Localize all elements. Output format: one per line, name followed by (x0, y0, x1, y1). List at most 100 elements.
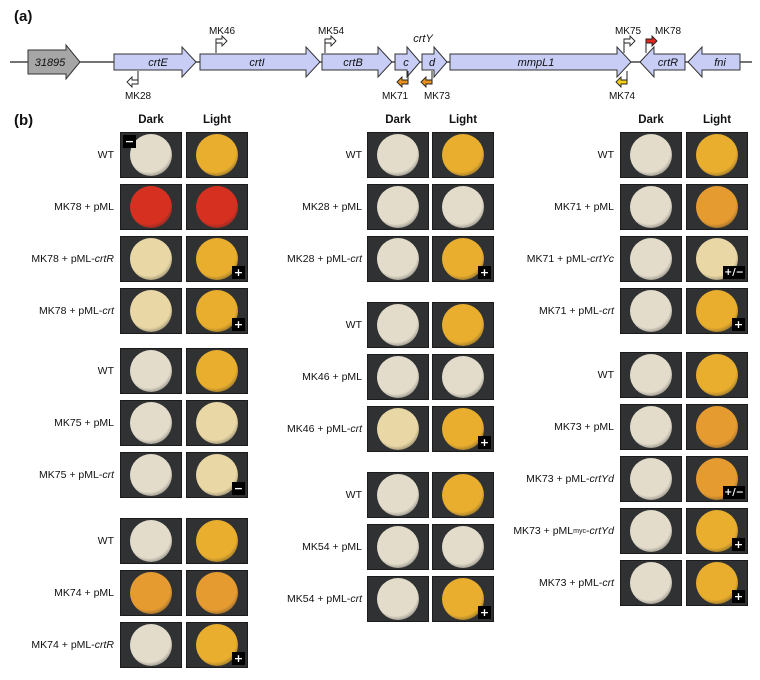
colony-tile-dark (367, 354, 429, 400)
colony-tile-dark (367, 472, 429, 518)
colony (196, 624, 238, 666)
colony-tile-dark (367, 184, 429, 230)
strain-label: MK71 + pML-crt (539, 305, 614, 317)
svg-text:MK73: MK73 (424, 91, 451, 102)
colony-tile-dark (120, 348, 182, 394)
colony-tile-light (432, 472, 494, 518)
colony-tile-light (186, 570, 248, 616)
colony-tile-dark (120, 452, 182, 498)
gene-crtR: crtR (639, 45, 686, 79)
colony-tile-light (186, 518, 248, 564)
colony-tile-dark: − (120, 132, 182, 178)
colony (630, 406, 672, 448)
colony-tile-light: + (432, 576, 494, 622)
gene-label-crtB: crtB (343, 57, 363, 69)
gene-label-crtI: crtI (249, 57, 264, 69)
colony (442, 408, 484, 450)
column-header-dark: Dark (138, 114, 164, 126)
colony (130, 454, 172, 496)
gene-crtYd: d (421, 45, 448, 79)
strain-label: MK46 + pML (302, 371, 362, 383)
gene-crtYc: c (394, 45, 421, 79)
strain-label: MK78 + pML-crtR (31, 253, 114, 265)
strain-label: MK78 + pML-crt (39, 305, 114, 317)
colony (442, 134, 484, 176)
colony (196, 238, 238, 280)
svg-text:MK78: MK78 (655, 26, 682, 37)
colony-tile-light: − (186, 452, 248, 498)
colony (196, 520, 238, 562)
colony (130, 134, 172, 176)
gene-label-crtE: crtE (148, 57, 168, 69)
phenotype-badge: + (232, 318, 245, 331)
gene-crtI: crtI (199, 45, 321, 79)
colony (442, 238, 484, 280)
phenotype-badge: − (232, 482, 245, 495)
colony (377, 134, 419, 176)
colony (442, 578, 484, 620)
strain-label: MK46 + pML-crt (287, 423, 362, 435)
colony (196, 572, 238, 614)
gene-label-mmpL1: mmpL1 (518, 57, 555, 69)
strain-label: MK78 + pML (54, 201, 114, 213)
colony (630, 354, 672, 396)
svg-text:MK75: MK75 (615, 26, 642, 37)
gene-label-crtYc: c (403, 57, 409, 69)
colony (696, 406, 738, 448)
column-header-light: Light (702, 114, 732, 126)
colony-tile-dark (367, 406, 429, 452)
colony (630, 134, 672, 176)
colony (377, 408, 419, 450)
colony-tile-dark (120, 184, 182, 230)
colony-tile-light: +/− (686, 236, 748, 282)
colony-tile-light (686, 184, 748, 230)
phenotype-badge: + (232, 266, 245, 279)
gene-label-31895: 31895 (35, 57, 66, 69)
colony (130, 402, 172, 444)
strain-label: MK74 + pML-crtR (31, 639, 114, 651)
colony (696, 290, 738, 332)
colony (377, 356, 419, 398)
colony (196, 186, 238, 228)
colony (377, 578, 419, 620)
phenotype-badge: + (732, 318, 745, 331)
column-header-dark: Dark (638, 114, 664, 126)
colony (130, 290, 172, 332)
colony (196, 454, 238, 496)
panel-a-label: (a) (14, 8, 33, 25)
colony-tile-dark (620, 288, 682, 334)
colony-tile-dark (620, 560, 682, 606)
gene-mmpL1: mmpL1 (449, 45, 632, 79)
phenotype-badge: + (232, 652, 245, 665)
svg-text:MK54: MK54 (318, 26, 345, 37)
colony (377, 186, 419, 228)
colony (130, 350, 172, 392)
colony (130, 624, 172, 666)
colony-tile-light: + (186, 288, 248, 334)
colony (630, 186, 672, 228)
colony-tile-light (186, 400, 248, 446)
colony-tile-dark (620, 456, 682, 502)
colony-tile-dark (120, 288, 182, 334)
strain-label: MK73 + pML (554, 421, 614, 433)
colony (442, 474, 484, 516)
colony-tile-light (432, 302, 494, 348)
insertion-MK73: MK73 (420, 71, 451, 102)
strain-label: MK28 + pML (302, 201, 362, 213)
strain-label: WT (97, 365, 114, 377)
gene-fni: fni (687, 45, 741, 79)
gene-crtE: crtE (113, 45, 197, 79)
colony (196, 290, 238, 332)
phenotype-badge: + (732, 590, 745, 603)
colony-tile-light (186, 132, 248, 178)
colony-tile-light (686, 132, 748, 178)
strain-label: WT (345, 149, 362, 161)
strain-label: WT (97, 149, 114, 161)
gene-label-crtYd: d (429, 57, 436, 69)
colony-tile-light: + (186, 236, 248, 282)
colony-tile-light: + (186, 622, 248, 668)
insertion-MK46: MK46 (209, 26, 235, 53)
colony-tile-dark (620, 508, 682, 554)
colony-tile-dark (120, 518, 182, 564)
